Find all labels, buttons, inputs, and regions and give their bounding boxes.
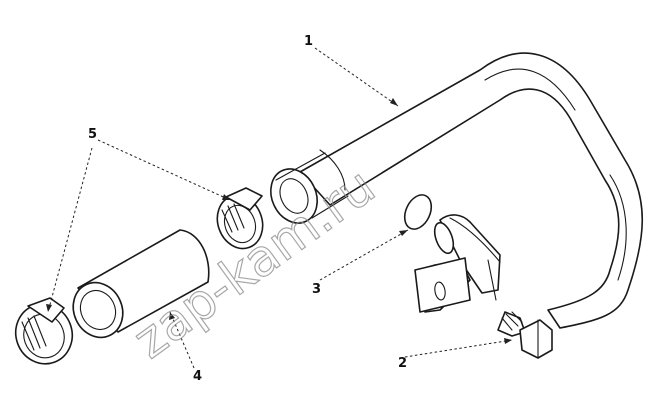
hose-clamp-upper-part-5 xyxy=(216,187,264,250)
callout-1: 1 xyxy=(304,34,313,49)
callout-5: 5 xyxy=(88,127,97,142)
washer-part-3 xyxy=(403,194,433,230)
hose-tube-part-4 xyxy=(72,229,210,339)
hose-clamp-lower-part-5 xyxy=(14,297,74,365)
bent-pipe-part-1 xyxy=(270,52,644,329)
bolt-part-2 xyxy=(497,311,553,359)
callout-2: 2 xyxy=(398,356,407,371)
callout-4: 4 xyxy=(193,369,202,384)
callout-3: 3 xyxy=(312,282,321,297)
leader-lines xyxy=(46,47,513,369)
mounting-bracket xyxy=(414,214,501,313)
